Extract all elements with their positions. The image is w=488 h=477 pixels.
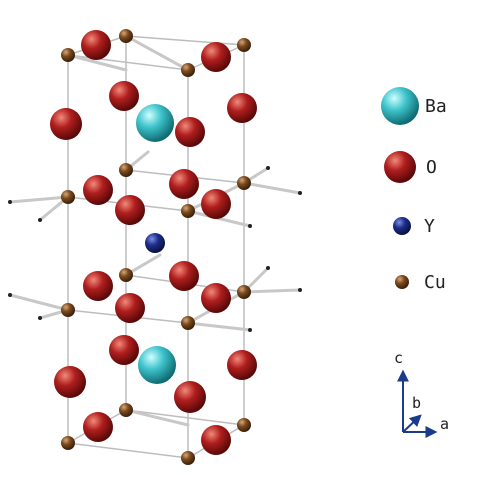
bond-end (8, 200, 12, 204)
bond-end (266, 166, 270, 170)
barium-atom (136, 104, 174, 142)
copper-atom (119, 268, 133, 282)
oxygen-atom (54, 366, 86, 398)
legend-label-y: Y (424, 216, 435, 237)
legend-item-ba: Ba (381, 87, 447, 125)
cell-edge (67, 54, 189, 71)
cell-edge (67, 442, 189, 459)
bond-end (266, 266, 270, 270)
y-swatch-icon (393, 217, 411, 235)
barium-atom (138, 346, 176, 384)
oxygen-atom (169, 169, 199, 199)
cell-edge (125, 35, 245, 46)
oxygen-atom (115, 195, 145, 225)
oxygen-atom (175, 117, 205, 147)
oxygen-atom (115, 293, 145, 323)
copper-atom (181, 451, 195, 465)
barium-atoms (136, 104, 176, 384)
bonds (8, 34, 302, 427)
oxygen-atom (174, 381, 206, 413)
bond (66, 53, 128, 72)
ba-swatch-icon (381, 87, 419, 125)
oxygen-atom (81, 30, 111, 60)
cell-edge (125, 409, 245, 426)
bond (186, 321, 252, 332)
oxygen-atom (201, 189, 231, 219)
copper-atom (237, 418, 251, 432)
oxygen-atom (109, 335, 139, 365)
oxygen-atom (201, 42, 231, 72)
o-swatch-icon (384, 151, 416, 183)
oxygen-atoms (50, 30, 257, 455)
cu-swatch-icon (395, 275, 409, 289)
legend-item-y: Y (393, 216, 435, 237)
axis-label-a: a (440, 415, 449, 433)
copper-atom (181, 63, 195, 77)
copper-atom (181, 316, 195, 330)
oxygen-atom (227, 350, 257, 380)
copper-atom (61, 303, 75, 317)
bond (8, 195, 70, 204)
bond (8, 293, 70, 312)
oxygen-atom (201, 425, 231, 455)
b-axis-arrow-icon (402, 414, 422, 433)
bond-end (298, 191, 302, 195)
legend: Ba O Y Cu (381, 87, 447, 293)
bond (242, 288, 302, 294)
copper-atom (119, 163, 133, 177)
bond-end (298, 288, 302, 292)
bond-end-dots (8, 166, 302, 332)
axis-label-c: c (394, 349, 403, 367)
oxygen-atom (201, 283, 231, 313)
oxygen-atom (50, 108, 82, 140)
copper-atom (237, 38, 251, 52)
bond-end (38, 218, 42, 222)
copper-atom (61, 48, 75, 62)
copper-atom (181, 204, 195, 218)
oxygen-atom (169, 261, 199, 291)
oxygen-atom (109, 81, 139, 111)
bond-end (248, 328, 252, 332)
bond-end (248, 224, 252, 228)
copper-atom (119, 403, 133, 417)
bond-end (8, 293, 12, 297)
copper-atoms (61, 29, 251, 465)
bond-end (38, 316, 42, 320)
legend-label-ba: Ba (425, 96, 447, 117)
copper-atom (237, 285, 251, 299)
axis-label-b: b (412, 394, 421, 412)
bond (124, 34, 190, 72)
copper-atom (61, 190, 75, 204)
bond (242, 181, 302, 195)
legend-label-cu: Cu (424, 272, 446, 293)
copper-atom (237, 176, 251, 190)
copper-atom (119, 29, 133, 43)
yttrium-atom (145, 233, 165, 253)
oxygen-atom (83, 271, 113, 301)
copper-atom (61, 436, 75, 450)
oxygen-atom (83, 175, 113, 205)
legend-item-o: O (384, 151, 437, 183)
bond (124, 408, 190, 427)
oxygen-atom (83, 412, 113, 442)
legend-item-cu: Cu (395, 272, 446, 293)
oxygen-atom (227, 93, 257, 123)
crystal-axes (397, 369, 438, 438)
legend-label-o: O (426, 157, 437, 178)
